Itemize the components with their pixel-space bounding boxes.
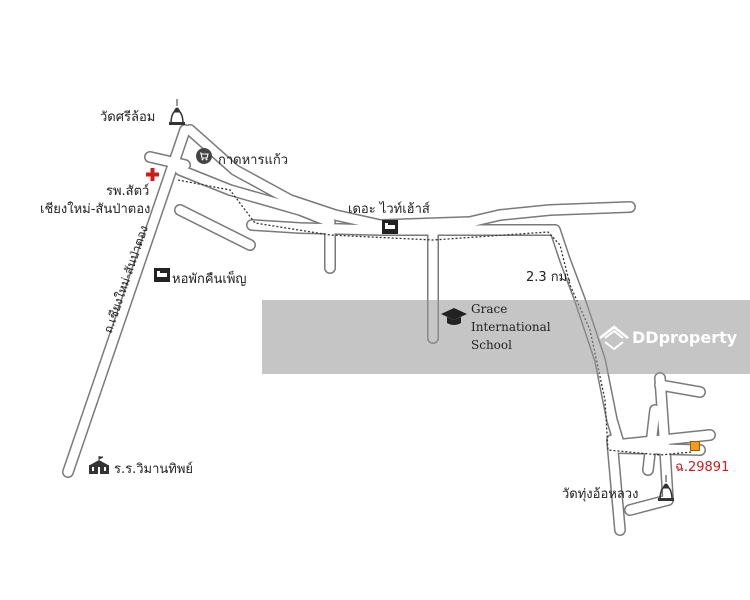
label-property-code: ฉ.29891	[675, 460, 730, 475]
temple-icon	[169, 99, 185, 125]
temple-icon	[658, 475, 674, 501]
label-the-white-house: เดอะ ไวท์เฮ้าส์	[348, 202, 430, 217]
label-school-wiman: ร.ร.วิมานทิพย์	[114, 462, 194, 477]
graduation-cap-icon	[441, 308, 467, 325]
watermark-band	[262, 300, 750, 374]
label-school-line1: Grace	[471, 302, 508, 316]
school-building-icon	[89, 456, 109, 474]
roads	[62, 124, 716, 536]
watermark-brand: DDproperty	[632, 328, 738, 347]
label-distance: 2.3 กม.	[526, 270, 572, 285]
label-temple-bottom: วัดทุ่งอ้อหลวง	[562, 487, 639, 502]
red-cross-icon	[146, 168, 159, 181]
hotel-bed-icon	[154, 268, 170, 282]
label-dorm: หอพักคืนเพ็ญ	[172, 272, 247, 287]
label-vet-line2: เชียงใหม่-สันป่าตอง	[40, 202, 151, 217]
label-school-line2: International	[471, 320, 551, 334]
ddproperty-logo-icon	[599, 325, 629, 351]
label-vet-line1: รพ.สัตว์	[106, 184, 150, 199]
hotel-bed-icon	[382, 220, 398, 234]
shopping-cart-icon	[196, 148, 212, 164]
label-school-line3: School	[471, 338, 512, 352]
property-marker-icon	[690, 441, 700, 451]
label-temple-top: วัดศรีล้อม	[100, 110, 156, 125]
label-market: กาดหารแก้ว	[218, 153, 289, 168]
